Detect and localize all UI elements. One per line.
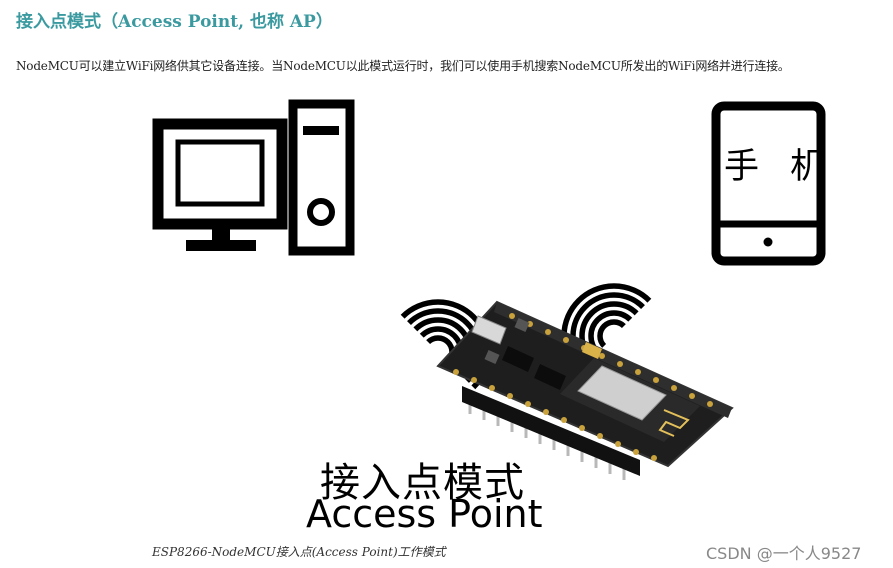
figure-graphics (152, 99, 826, 480)
description-paragraph: NodeMCU可以建立WiFi网络供其它设备连接。当NodeMCU以此模式运行时… (16, 59, 790, 73)
section-heading: 接入点模式（Access Point, 也称 AP） (16, 12, 333, 32)
figure-caption: ESP8266-NodeMCU接入点(Access Point)工作模式 (152, 545, 446, 559)
smartphone-icon (711, 101, 826, 266)
figure-title-en: Access Point (306, 492, 543, 536)
desktop-computer-icon (152, 99, 355, 256)
csdn-watermark: CSDN @一个人9527 (706, 544, 862, 563)
nodemcu-board-image (436, 300, 734, 480)
figure-title-cn: 接入点模式 (320, 460, 525, 506)
phone-label: 手 机 (724, 147, 836, 187)
access-point-figure: 手 机 接入点模式 Access Point (0, 90, 893, 560)
